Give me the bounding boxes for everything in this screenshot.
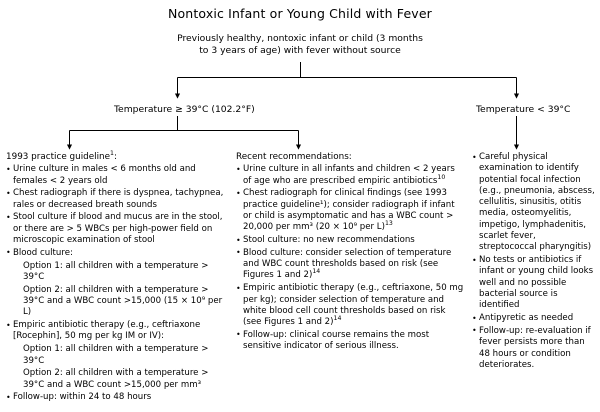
list-item: No tests or antibiotics if infant or you… [472,255,596,311]
list-item: Urine culture in all infants and childre… [236,164,464,187]
list-item-text: Careful physical examination to identify… [479,152,595,253]
list-item-text: Follow-up: clinical course remains the m… [243,329,430,352]
list-item-text: No tests or antibiotics if infant or you… [479,255,594,311]
column-heading-left-superscript: 1 [110,150,114,158]
list-item-sub: Option 1: all children with a temperatur… [6,261,228,284]
list-item: Blood culture: [6,247,228,259]
list-item-text: Follow-up: re-evaluation if fever persis… [479,325,591,370]
list-item-text: Blood culture: consider selection of tem… [243,247,452,281]
column-heading-left: 1993 practice guideline1: [6,150,228,163]
list-item: Stool culture if blood and mucus are in … [6,212,228,246]
column-heading-left-suffix: : [113,152,117,162]
list-item-text: Chest radiograph if there is dyspnea, ta… [13,188,224,210]
column-heading-middle: Recent recommendations: [236,152,352,162]
list-item: Antipyretic as needed [472,313,596,325]
list-item-reference-superscript: 13 [384,220,393,228]
branch-label-low-temperature: Temperature < 39°C [476,104,571,115]
list-item-text: Option 1: all children with a temperatur… [23,260,209,282]
list-item-text: Urine culture in all infants and childre… [243,164,455,186]
column-heading-left-text: 1993 practice guideline [6,152,111,162]
list-item-sub: Option 2: all children with a temperatur… [6,285,228,319]
list-item-sub: Option 2: all children with a temperatur… [6,368,228,391]
list-item: Stool culture: no new recommendations [236,235,464,247]
list-item-text: Empiric antibiotic therapy (e.g., ceftri… [243,283,464,328]
list-item-text: Urine culture in males < 6 months old an… [13,164,196,186]
column-1993-practice-guideline: 1993 practice guideline1: Urine culture … [6,150,228,405]
list-item: Urine culture in males < 6 months old an… [6,164,228,187]
column-low-temperature-actions: Careful physical examination to identify… [472,152,596,373]
list-item-sub: Option 1: all children with a temperatur… [6,344,228,367]
list-item-text: Empiric antibiotic therapy (e.g., ceftri… [13,320,201,342]
list-left: Urine culture in males < 6 months old an… [6,164,228,404]
list-item-text: Option 1: all children with a temperatur… [23,344,209,366]
list-item: Follow-up: clinical course remains the m… [236,329,464,353]
list-item-text: Follow-up: within 24 to 48 hours [13,392,152,403]
list-item: Empiric antibiotic therapy (e.g., ceftri… [236,283,464,328]
list-item-text: Chest radiograph for clinical findings (… [243,188,455,233]
list-right: Careful physical examination to identify… [472,152,596,371]
list-item-reference-superscript: 14 [333,315,342,323]
list-item-text: Stool culture: no new recommendations [243,235,415,246]
list-item: Chest radiograph if there is dyspnea, ta… [6,188,228,211]
page-title: Nontoxic Infant or Young Child with Feve… [168,6,432,21]
list-item-reference-superscript: 14 [312,268,321,276]
list-item: Careful physical examination to identify… [472,152,596,254]
list-item: Follow-up: re-evaluation if fever persis… [472,325,596,371]
list-item-text: Option 2: all children with a temperatur… [23,284,223,318]
list-item-text: Antipyretic as needed [479,313,574,324]
list-item-text: Option 2: all children with a temperatur… [23,368,209,390]
list-item-reference-superscript: 10 [437,173,446,181]
root-node-line-2: to 3 years of age) with fever without so… [199,45,401,57]
list-item-text: Blood culture: [13,247,73,258]
list-item: Chest radiograph for clinical findings (… [236,188,464,233]
list-item: Blood culture: consider selection of tem… [236,247,464,282]
list-middle: Urine culture in all infants and childre… [236,164,464,352]
list-item: Follow-up: within 24 to 48 hours [6,392,228,404]
column-recent-recommendations: Recent recommendations: Urine culture in… [236,152,464,354]
list-item: Empiric antibiotic therapy (e.g., ceftri… [6,320,228,343]
root-node-line-1: Previously healthy, nontoxic infant or c… [177,33,423,44]
root-node: Previously healthy, nontoxic infant or c… [150,33,450,57]
branch-label-high-temperature: Temperature ≥ 39°C (102.2°F) [114,104,255,115]
list-item-text: Stool culture if blood and mucus are in … [13,212,223,246]
